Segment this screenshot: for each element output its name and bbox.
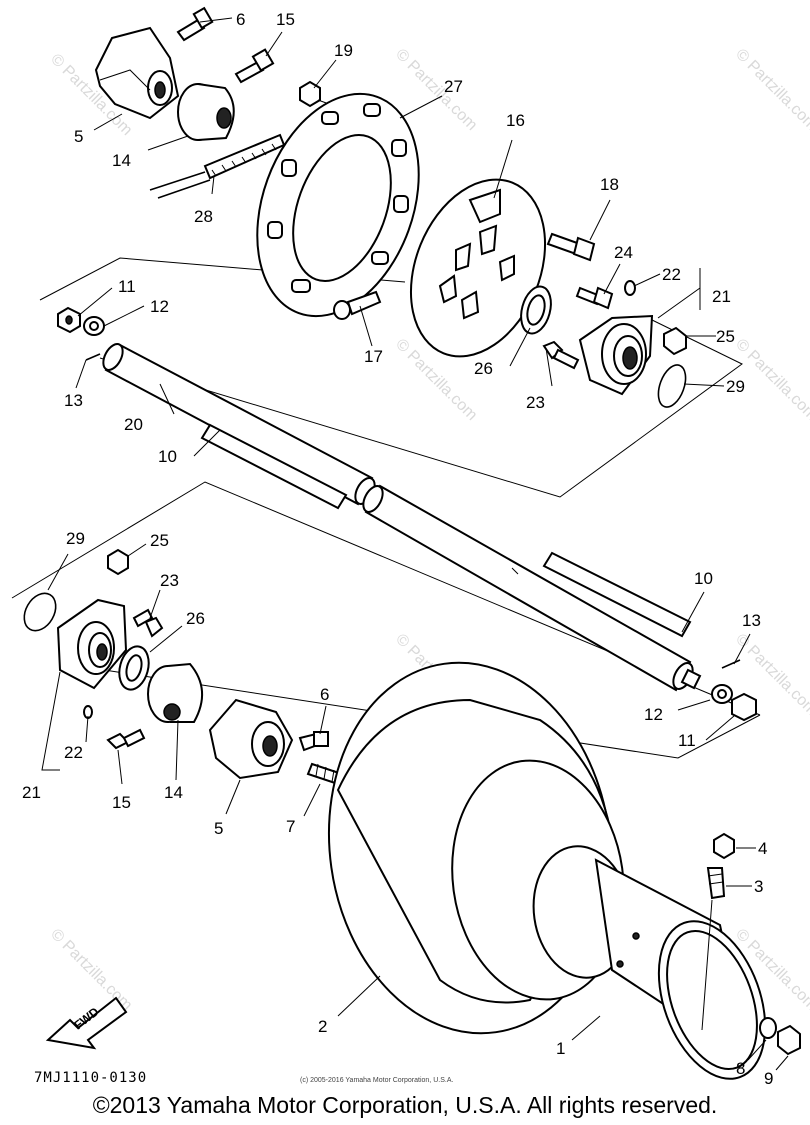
callout: 1 (556, 1039, 565, 1058)
key-10-lower (542, 551, 692, 638)
assembly-outline (64, 663, 761, 759)
nipple-22-upper (624, 280, 636, 296)
nut-25-upper (663, 326, 687, 356)
bolt-15-upper (234, 48, 275, 84)
callout: 22 (64, 743, 83, 762)
callout-labels: 6 15 5 14 28 19 27 16 18 24 22 21 25 29 … (22, 10, 773, 1088)
callout: 22 (662, 265, 681, 284)
callout: 19 (334, 41, 353, 60)
pin-13-upper (85, 353, 101, 361)
clip-29-lower (23, 592, 57, 632)
collar-14-upper (177, 83, 235, 141)
callout: 20 (124, 415, 143, 434)
bolt-15-lower (106, 728, 146, 750)
fwd-arrow-icon: FWD (45, 996, 128, 1050)
callout: 23 (160, 571, 179, 590)
callout: 23 (526, 393, 545, 412)
wheel-1 (532, 845, 767, 1080)
callout: 17 (364, 347, 383, 366)
bearing-21-lower (56, 598, 128, 690)
callout: 25 (150, 531, 169, 550)
callout: 21 (22, 783, 41, 802)
callout: 11 (118, 277, 136, 296)
nut-4 (713, 832, 735, 860)
washer-26-upper (520, 285, 552, 335)
stud-3 (706, 867, 726, 900)
callout: 25 (716, 327, 735, 346)
assembly-outline (99, 317, 743, 498)
assembly-outline (11, 481, 761, 716)
watermark: © Partzilla.com (47, 926, 135, 1014)
diagram-code: 7MJ1110-0130 (34, 1070, 147, 1086)
callout: 10 (694, 569, 713, 588)
clip-29-upper (657, 364, 687, 408)
callout: 11 (678, 731, 696, 750)
callout: 15 (112, 793, 131, 812)
callout: 24 (614, 243, 633, 262)
bolt-6-upper (176, 6, 214, 42)
nut-25-lower (107, 548, 129, 576)
copyright-notice: ©2013 Yamaha Motor Corporation, U.S.A. A… (92, 1092, 718, 1118)
sprocket-27 (256, 92, 420, 318)
bolt-23-upper (542, 340, 580, 370)
callout: 4 (758, 839, 767, 858)
callout: 21 (712, 287, 731, 306)
callout: 29 (66, 529, 85, 548)
fine-print: (c) 2005-2016 Yamaha Motor Corporation, … (300, 1077, 453, 1084)
callout: 26 (474, 359, 493, 378)
watermark: © Partzilla.com (732, 46, 810, 134)
callout: 3 (754, 877, 763, 896)
collar-14-lower (147, 662, 204, 723)
hub-5-upper (94, 26, 180, 120)
callout: 5 (74, 127, 83, 146)
nut-11-lower (731, 692, 757, 722)
bolt-17 (333, 290, 382, 320)
washer-8 (759, 1017, 777, 1039)
callout: 9 (764, 1069, 773, 1088)
nut-11-upper (57, 306, 81, 334)
bolt-24 (575, 286, 614, 310)
callout: 15 (276, 10, 295, 29)
callout: 2 (318, 1017, 327, 1036)
callout: 13 (64, 391, 83, 410)
nut-9 (777, 1024, 801, 1056)
callout: 8 (736, 1059, 745, 1078)
callout: 13 (742, 611, 761, 630)
pin-13-lower (721, 659, 741, 669)
leader-lines (41, 17, 789, 1071)
bolt-18 (546, 232, 596, 262)
callout: 5 (214, 819, 223, 838)
bolt-23-lower (132, 608, 164, 638)
callout: 27 (444, 77, 463, 96)
callout: 10 (158, 447, 177, 466)
callout: 12 (644, 705, 663, 724)
key-10-upper (200, 423, 348, 510)
callout: 29 (726, 377, 745, 396)
callout: 6 (320, 685, 329, 704)
axle-20 (102, 343, 702, 692)
hub-5-lower (208, 698, 294, 780)
callout: 6 (236, 10, 245, 29)
callout: 18 (600, 175, 619, 194)
callout: 7 (286, 817, 295, 836)
callout: 28 (194, 207, 213, 226)
callout: 12 (150, 297, 169, 316)
callout: 14 (164, 783, 183, 802)
callout: 14 (112, 151, 131, 170)
callout: 26 (186, 609, 205, 628)
bolt-6-lower (298, 731, 329, 752)
callout: 16 (506, 111, 525, 130)
washer-26-lower (118, 645, 150, 691)
bearing-21-upper (578, 314, 654, 396)
washer-12-upper (83, 316, 105, 336)
washer-12-lower (711, 684, 733, 704)
